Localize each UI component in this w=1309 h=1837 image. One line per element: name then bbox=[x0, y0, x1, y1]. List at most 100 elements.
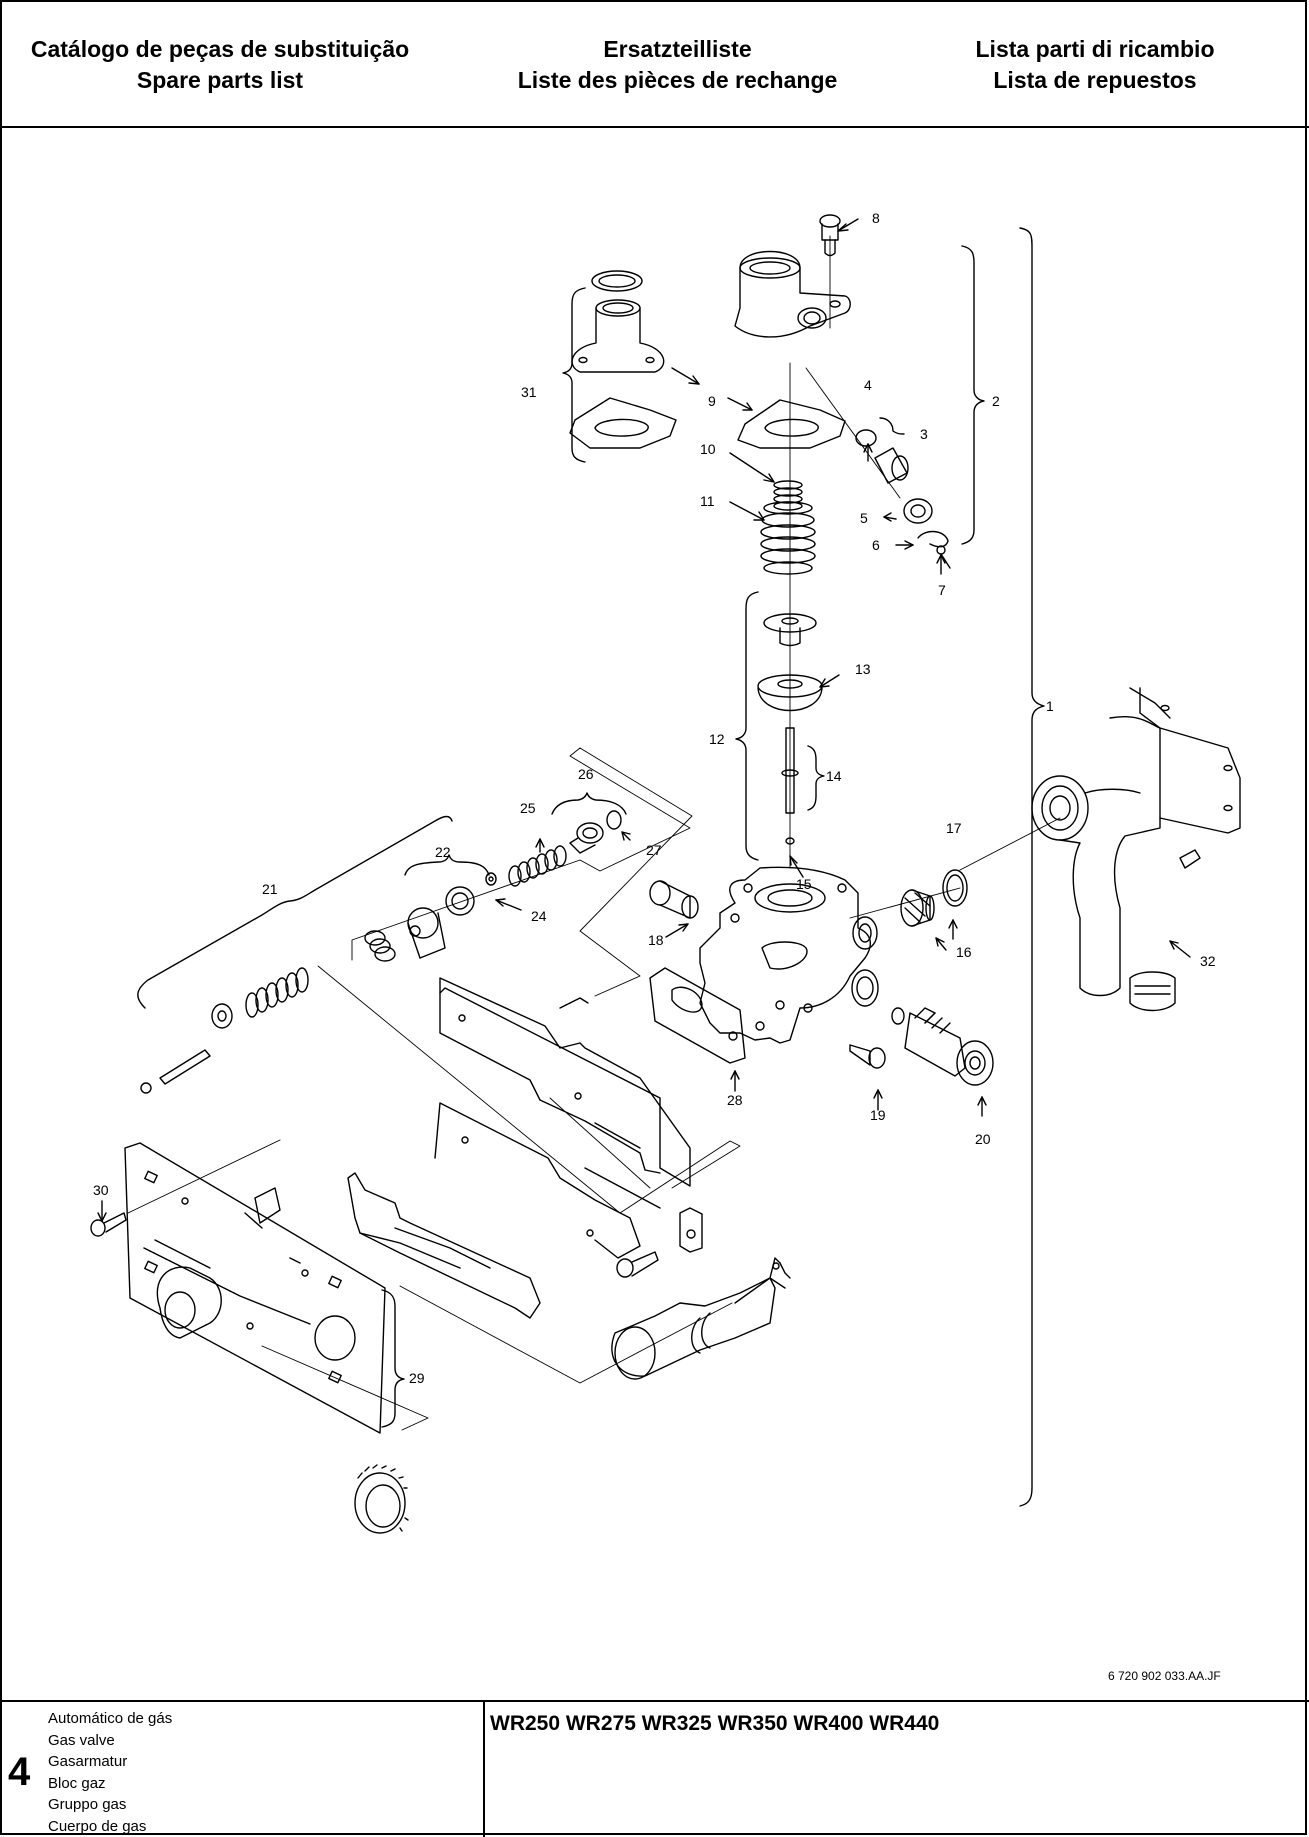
callout-3: 3 bbox=[920, 426, 928, 442]
tab-screw bbox=[616, 1251, 659, 1278]
part-17-oring bbox=[942, 869, 968, 907]
callout-32: 32 bbox=[1200, 953, 1216, 969]
header: Catálogo de peças de substituição Spare … bbox=[0, 0, 1309, 128]
title-english: Spare parts list bbox=[136, 67, 304, 93]
part-14-rod bbox=[781, 727, 799, 814]
callout-14: 14 bbox=[826, 768, 842, 784]
brace-21 bbox=[137, 815, 453, 1009]
brace-1 bbox=[1019, 227, 1045, 1507]
callout-8: 8 bbox=[872, 210, 880, 226]
callout-18: 18 bbox=[648, 932, 664, 948]
section-name-pt: Automático de gás bbox=[48, 1710, 173, 1727]
callout-labels: 1 2 3 4 5 6 7 8 9 10 11 12 13 14 15 16 1… bbox=[93, 210, 1216, 1386]
section-names: Automático de gás Gas valve Gasarmatur B… bbox=[48, 1708, 172, 1837]
model-list: WR250 WR275 WR325 WR350 WR400 WR440 bbox=[490, 1712, 940, 1735]
part-16-filter bbox=[900, 889, 935, 927]
part-15-ring bbox=[785, 837, 795, 845]
part-32-outlet-pipe bbox=[1031, 687, 1241, 1012]
callout-30: 30 bbox=[93, 1182, 109, 1198]
brace-26 bbox=[551, 792, 627, 815]
title-french: Liste des pièces de rechange bbox=[517, 67, 838, 93]
section-name-it: Gruppo gas bbox=[48, 1796, 127, 1813]
section-number: 4 bbox=[8, 1750, 31, 1794]
callout-22: 22 bbox=[435, 844, 451, 860]
callout-20: 20 bbox=[975, 1131, 991, 1147]
assembly-guide-lines bbox=[127, 235, 1061, 1431]
callout-25: 25 bbox=[520, 800, 536, 816]
callout-13: 13 bbox=[855, 661, 871, 677]
callout-12: 12 bbox=[709, 731, 725, 747]
part-22-plunger bbox=[407, 886, 475, 959]
brace-29 bbox=[381, 1289, 405, 1428]
gasket-31 bbox=[569, 397, 677, 449]
callout-27: 27 bbox=[646, 842, 662, 858]
part-3-spring-plug bbox=[874, 447, 909, 484]
brace-14 bbox=[807, 745, 825, 811]
title-italian: Lista parti di ricambio bbox=[975, 36, 1215, 62]
brace-3 bbox=[879, 417, 905, 435]
part-2-cover-housing bbox=[734, 250, 851, 338]
drawing-reference-number: 6 720 902 033.AA.JF bbox=[1108, 1669, 1221, 1683]
part-10-spring bbox=[773, 480, 803, 511]
part-21-washer bbox=[211, 1003, 233, 1029]
callout-19: 19 bbox=[870, 1107, 886, 1123]
footer: 4 Automático de gás Gas valve Gasarmatur… bbox=[0, 1700, 1309, 1837]
title-spanish: Lista de repuestos bbox=[993, 67, 1197, 93]
part-31-fitting bbox=[571, 270, 665, 373]
part-13-diaphragm bbox=[757, 674, 823, 712]
callout-16: 16 bbox=[956, 944, 972, 960]
callout-31: 31 bbox=[521, 384, 537, 400]
part-20-valve-stem bbox=[891, 1007, 994, 1086]
callout-2: 2 bbox=[992, 393, 1000, 409]
section-name-en: Gas valve bbox=[48, 1731, 115, 1749]
leader-lines bbox=[97, 218, 1191, 1222]
knurled-nut bbox=[354, 1464, 409, 1534]
part-26-cap bbox=[569, 822, 604, 854]
small-tab-bracket bbox=[679, 1207, 703, 1253]
part-24-washer bbox=[485, 872, 497, 886]
header-title-de-fr: Ersatzteilliste Liste des pièces de rech… bbox=[480, 34, 875, 96]
part-21-spring bbox=[245, 967, 309, 1018]
part-30-screw bbox=[90, 1212, 127, 1237]
callout-9: 9 bbox=[708, 393, 716, 409]
brace-12 bbox=[735, 591, 759, 861]
brace-22 bbox=[404, 854, 490, 876]
title-german: Ersatzteilliste bbox=[603, 36, 752, 62]
part-30-plate bbox=[124, 1142, 386, 1434]
brace-31 bbox=[562, 287, 586, 463]
callout-4: 4 bbox=[864, 377, 872, 393]
part-21-rod bbox=[140, 1049, 211, 1094]
callout-6: 6 bbox=[872, 537, 880, 553]
bracket-plate-upper bbox=[434, 977, 691, 1259]
part-7-pin bbox=[936, 545, 951, 569]
callout-7: 7 bbox=[938, 582, 946, 598]
callout-26: 26 bbox=[578, 766, 594, 782]
small-spring bbox=[364, 930, 396, 962]
gasket-9 bbox=[737, 399, 846, 449]
igniter-actuator bbox=[611, 1257, 791, 1380]
section-name-de: Gasarmatur bbox=[48, 1753, 128, 1770]
callout-29: 29 bbox=[409, 1370, 425, 1386]
callout-24: 24 bbox=[531, 908, 547, 924]
part-19-screw bbox=[849, 1044, 886, 1069]
callout-1: 1 bbox=[1046, 698, 1054, 714]
callout-28: 28 bbox=[727, 1092, 743, 1108]
header-title-it-es: Lista parti di ricambio Lista de repuest… bbox=[925, 34, 1265, 96]
part-4-oring bbox=[855, 429, 877, 447]
brace-2 bbox=[961, 245, 985, 545]
part-5-nut bbox=[903, 498, 933, 524]
section-name-es: Cuerpo de gas bbox=[48, 1817, 147, 1835]
part-11-spring bbox=[760, 501, 816, 575]
part-18-plug bbox=[649, 880, 699, 919]
callout-5: 5 bbox=[860, 510, 868, 526]
callout-15: 15 bbox=[796, 876, 812, 892]
gas-valve-body bbox=[699, 866, 879, 1044]
part-28-gasket bbox=[649, 967, 746, 1064]
callout-10: 10 bbox=[700, 441, 716, 457]
part-8-screw bbox=[819, 214, 841, 257]
section-name-fr: Bloc gaz bbox=[48, 1774, 106, 1792]
bracket-plate-lower bbox=[347, 1172, 541, 1319]
part-27-oring bbox=[606, 810, 622, 830]
callout-17: 17 bbox=[946, 820, 962, 836]
